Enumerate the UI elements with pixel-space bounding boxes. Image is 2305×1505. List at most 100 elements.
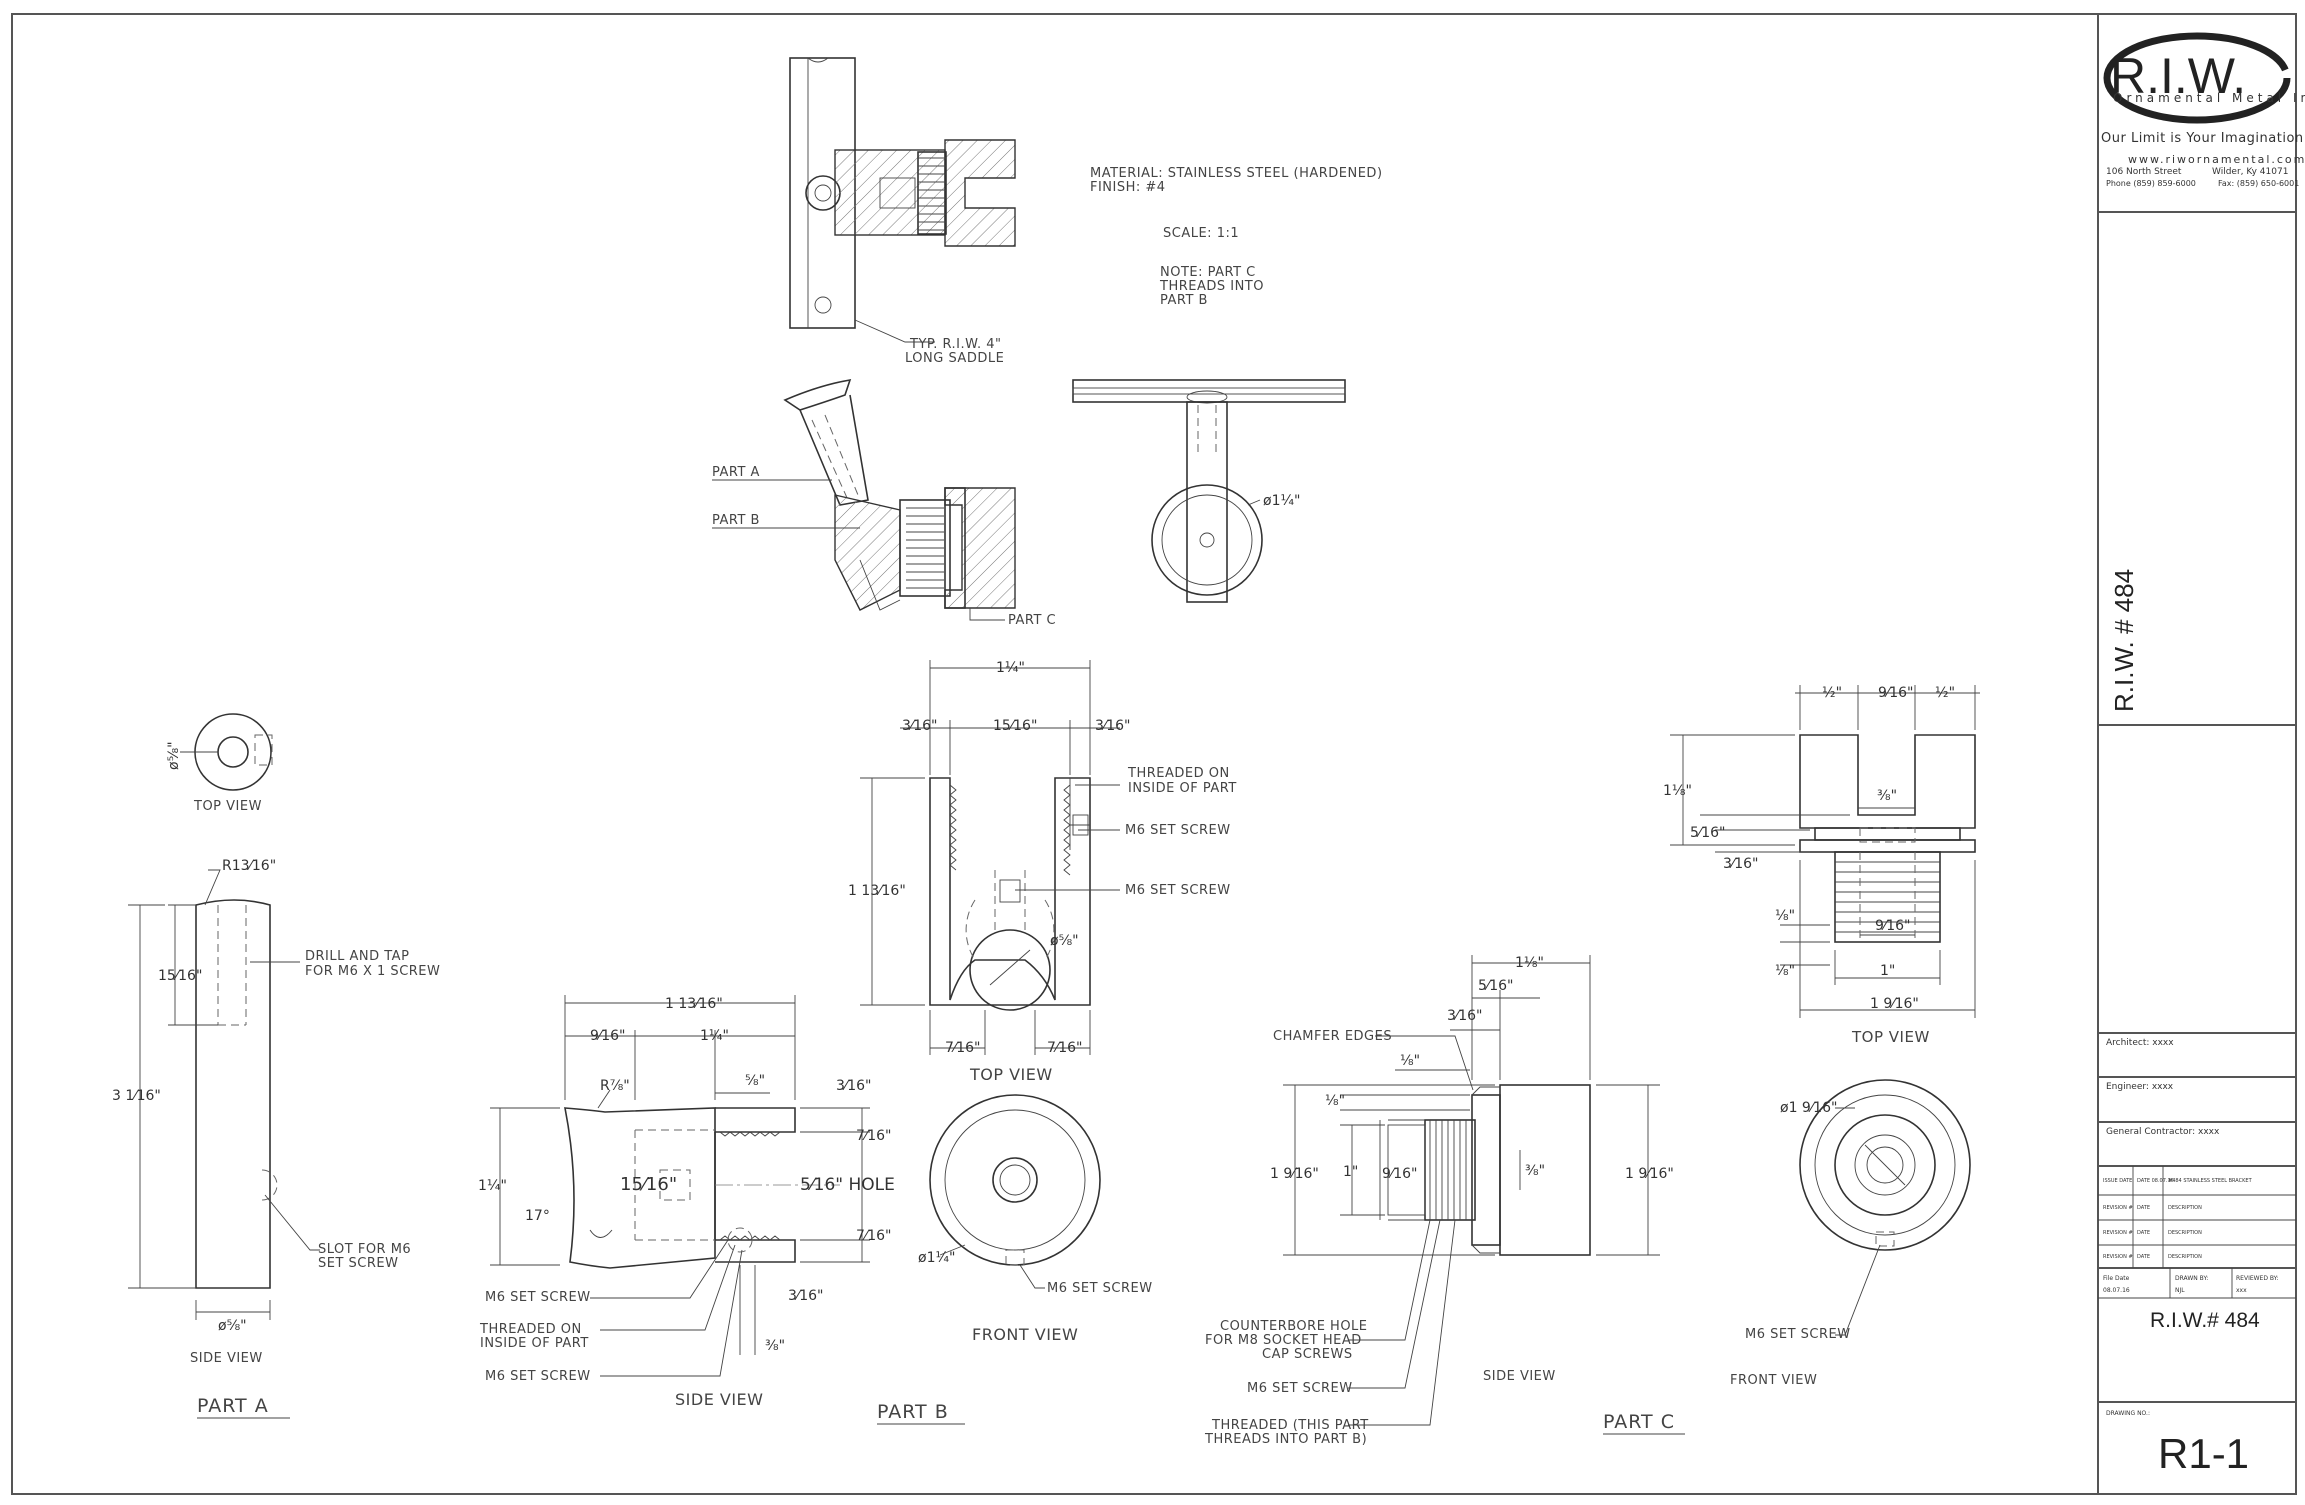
logo-text: R.I.W.	[2110, 48, 2246, 104]
svg-text:7⁄16": 7⁄16"	[945, 1040, 981, 1056]
svg-text:File Date: File Date	[2103, 1275, 2130, 1282]
part-c-title: PART C	[1603, 1411, 1675, 1433]
svg-text:REVIEWED BY:: REVIEWED BY:	[2236, 1275, 2279, 1282]
part-a-length: 3 1⁄16"	[112, 1088, 161, 1104]
svg-text:ø1 9⁄16": ø1 9⁄16"	[1780, 1100, 1837, 1116]
svg-text:⅛": ⅛"	[1775, 908, 1795, 924]
svg-text:THREADED (THIS PART: THREADED (THIS PART	[1211, 1418, 1369, 1433]
part-b-top-view: 1¼" 3⁄16" 15⁄16" 3⁄16" 1 13⁄16" ø⅝" 7⁄16…	[848, 660, 1236, 1084]
engineer-field: Engineer: xxxx	[2106, 1082, 2174, 1092]
svg-text:3⁄16": 3⁄16"	[1095, 718, 1131, 734]
part-b-m6-4: M6 SET SCREW	[485, 1369, 591, 1384]
part-a-top-dia: ø⅝"	[166, 741, 182, 770]
svg-text:1": 1"	[1880, 963, 1895, 979]
svg-text:⅛": ⅛"	[1400, 1053, 1420, 1069]
part-c-m6-2: M6 SET SCREW	[1745, 1327, 1851, 1342]
phone: Phone (859) 859-6000	[2106, 179, 2196, 188]
part-a-depth: 15⁄16"	[158, 968, 202, 984]
svg-text:⅝": ⅝"	[745, 1073, 765, 1089]
svg-text:DATE: DATE	[2137, 1254, 2150, 1260]
svg-text:1¼": 1¼"	[700, 1028, 729, 1044]
svg-text:1 9⁄16": 1 9⁄16"	[1870, 996, 1919, 1012]
svg-text:ø⅝": ø⅝"	[1050, 933, 1079, 949]
note-line-3: PART B	[1160, 293, 1208, 308]
general-notes: MATERIAL: STAINLESS STEEL (HARDENED) FIN…	[1090, 166, 1382, 308]
svg-text:⅛": ⅛"	[1325, 1093, 1345, 1109]
svg-text:½": ½"	[1822, 685, 1842, 701]
logo-swoosh	[2103, 32, 2291, 124]
part-b-top-view-label: TOP VIEW	[969, 1065, 1053, 1084]
svg-text:3⁄16": 3⁄16"	[1447, 1008, 1483, 1024]
svg-text:5⁄16": 5⁄16"	[1690, 825, 1726, 841]
vertical-title: R.I.W. # 484	[2109, 569, 2139, 712]
svg-text:PART B: PART B	[712, 513, 760, 528]
assembly-section-view: PART A PART B PART C	[712, 378, 1056, 628]
svg-text:CHAMFER EDGES: CHAMFER EDGES	[1273, 1029, 1392, 1044]
svg-text:⅛": ⅛"	[1775, 963, 1795, 979]
svg-text:⅜": ⅜"	[1877, 788, 1897, 804]
part-a-top-view-label: TOP VIEW	[193, 799, 262, 814]
svg-text:1⅛": 1⅛"	[1663, 783, 1692, 799]
city: Wilder, Ky 41071	[2212, 167, 2288, 177]
part-b-m6-2: M6 SET SCREW	[1125, 883, 1231, 898]
thread-lines	[918, 157, 946, 231]
svg-text:9⁄16": 9⁄16"	[1875, 918, 1911, 934]
svg-text:7⁄16": 7⁄16"	[856, 1228, 892, 1244]
svg-text:DESCRIPTION: DESCRIPTION	[2168, 1254, 2202, 1260]
street: 106 North Street	[2106, 167, 2182, 177]
assembly-front-view: ø1¼"	[1072, 379, 1346, 603]
part-b-m6-5: M6 SET SCREW	[1047, 1281, 1153, 1296]
svg-text:9⁄16": 9⁄16"	[590, 1028, 626, 1044]
svg-text:½": ½"	[1935, 685, 1955, 701]
svg-text:08.07.16: 08.07.16	[2103, 1287, 2130, 1294]
svg-text:1": 1"	[1343, 1164, 1358, 1180]
svg-text:DATE 08.07.16: DATE 08.07.16	[2137, 1178, 2174, 1184]
svg-text:THREADED ON: THREADED ON	[479, 1322, 582, 1337]
company-name: Ornamental Metal Inc	[2113, 91, 2305, 105]
svg-text:DESCRIPTION: DESCRIPTION	[2168, 1230, 2202, 1236]
svg-text:DRILL AND TAP: DRILL AND TAP	[305, 949, 409, 964]
svg-text:15⁄16": 15⁄16"	[620, 1174, 677, 1195]
drawing-number: R1-1	[2158, 1430, 2249, 1477]
part-b-side-view-label: SIDE VIEW	[675, 1390, 763, 1409]
part-b-front-view: ø1¼" M6 SET SCREW FRONT VIEW PART B	[877, 1094, 1153, 1425]
svg-text:PART C: PART C	[1008, 613, 1056, 628]
note-line-2: THREADS INTO	[1159, 279, 1264, 294]
part-b-side-view: 1 13⁄16" 9⁄16" 1¼" R⅞" ⅝" 3⁄16" 7⁄16" 5⁄…	[478, 995, 895, 1409]
drawing-name: R.I.W.# 484	[2150, 1309, 2260, 1332]
svg-text:DESCRIPTION: DESCRIPTION	[2168, 1205, 2202, 1211]
note-line-1: NOTE: PART C	[1160, 265, 1256, 280]
svg-text:1¼": 1¼"	[478, 1178, 507, 1194]
part-c-top-view-label: TOP VIEW	[1851, 1028, 1930, 1046]
svg-text:1 9⁄16": 1 9⁄16"	[1625, 1166, 1674, 1182]
svg-text:⅜": ⅜"	[765, 1338, 785, 1354]
fax: Fax: (859) 650-6001	[2218, 179, 2299, 188]
part-c-front-view-label: FRONT VIEW	[1730, 1373, 1817, 1388]
svg-text:3⁄16": 3⁄16"	[788, 1288, 824, 1304]
svg-text:COUNTERBORE HOLE: COUNTERBORE HOLE	[1220, 1319, 1368, 1334]
tagline: Our Limit is Your Imagination	[2101, 131, 2304, 146]
part-a-bottom-dia: ø⅝"	[218, 1318, 247, 1334]
part-a-radius: R13⁄16"	[222, 858, 276, 874]
svg-text:PART A: PART A	[712, 465, 760, 480]
svg-text:1 13⁄16": 1 13⁄16"	[848, 883, 906, 899]
part-b-m6-1: M6 SET SCREW	[1125, 823, 1231, 838]
drawing-no-label: DRAWING NO.:	[2106, 1410, 2150, 1417]
svg-text:SET SCREW: SET SCREW	[318, 1256, 398, 1271]
svg-text:FOR M8 SOCKET HEAD: FOR M8 SOCKET HEAD	[1205, 1333, 1362, 1348]
part-c-front-view: ø1 9⁄16" M6 SET SCREW FRONT VIEW PART C	[1603, 1079, 1971, 1435]
svg-text:REVISION #: REVISION #	[2103, 1205, 2133, 1211]
svg-text:DRAWN BY:: DRAWN BY:	[2175, 1275, 2208, 1282]
part-c-top-view: ½" 9⁄16" ½" ⅜" 1⅛" 5⁄16" 3⁄16" ⅛" 9⁄16" …	[1663, 685, 1980, 1046]
svg-text:TYP. R.I.W. 4": TYP. R.I.W. 4"	[909, 337, 1002, 352]
svg-text:FOR M6 X 1 SCREW: FOR M6 X 1 SCREW	[305, 964, 440, 979]
part-b-title: PART B	[877, 1401, 949, 1423]
svg-text:1⅛": 1⅛"	[1515, 955, 1544, 971]
svg-text:3⁄16": 3⁄16"	[836, 1078, 872, 1094]
svg-text:1 9⁄16": 1 9⁄16"	[1270, 1166, 1319, 1182]
svg-text:7⁄16": 7⁄16"	[856, 1128, 892, 1144]
svg-text:#484 STAINLESS STEEL BRACKET: #484 STAINLESS STEEL BRACKET	[2168, 1178, 2253, 1184]
svg-text:R⅞": R⅞"	[600, 1078, 630, 1094]
part-b-m6-3: M6 SET SCREW	[485, 1290, 591, 1305]
